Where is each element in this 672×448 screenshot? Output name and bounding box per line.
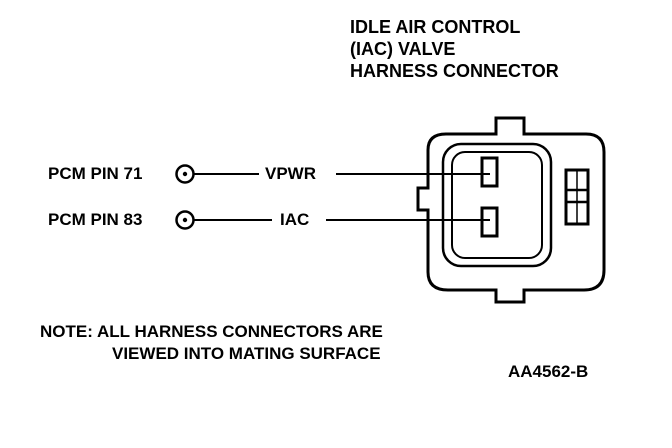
title-line-3: HARNESS CONNECTOR <box>350 61 559 81</box>
title-line-2: (IAC) VALVE <box>350 39 456 59</box>
signal-label-vpwr: VPWR <box>265 164 316 183</box>
locking-tab <box>564 168 590 226</box>
pin-label-71: PCM PIN 71 <box>48 164 143 183</box>
signal-label-iac: IAC <box>280 210 310 229</box>
pin-label-83: PCM PIN 83 <box>48 210 143 229</box>
connector-housing <box>416 116 606 304</box>
socket-pin-2 <box>480 206 499 238</box>
pin-83-terminal-icon <box>175 210 195 230</box>
connector-cavity-outer <box>441 142 553 268</box>
socket-pin-1 <box>480 156 499 188</box>
connector-cavity-inner <box>451 151 543 259</box>
note-line-2: VIEWED INTO MATING SURFACE <box>112 344 381 363</box>
figure-code: AA4562-B <box>508 362 589 381</box>
pin-71-terminal-icon <box>175 164 195 184</box>
note-line-1: NOTE: ALL HARNESS CONNECTORS ARE <box>40 322 383 341</box>
title-line-1: IDLE AIR CONTROL <box>350 17 521 37</box>
